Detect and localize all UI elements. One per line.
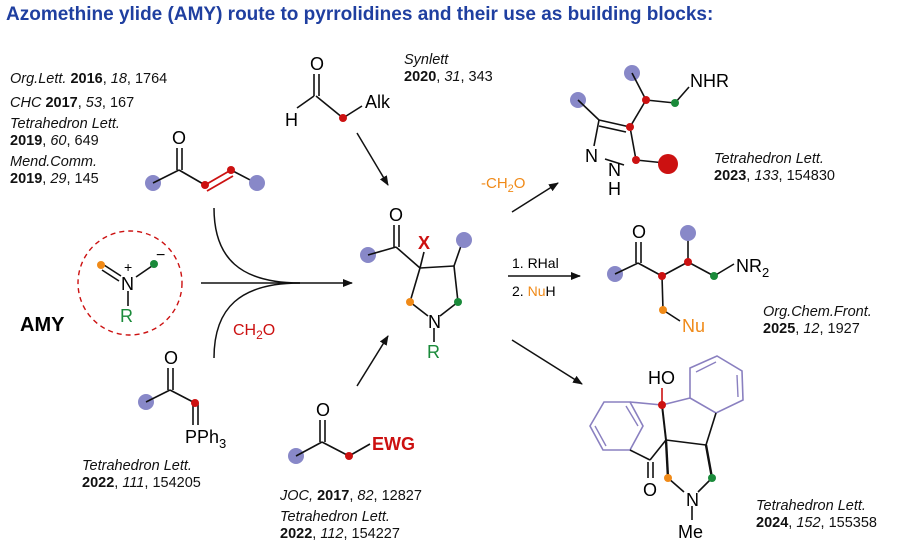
red-atom-dot bbox=[339, 114, 347, 122]
nr2-label: NR2 bbox=[736, 256, 769, 280]
large-red-substituent bbox=[658, 154, 678, 174]
aldehyde-h-label: H bbox=[285, 110, 298, 130]
azomethine-ylide: N + − R bbox=[77, 230, 183, 336]
substituent-blob bbox=[249, 175, 265, 191]
benzo-ring-right bbox=[689, 355, 744, 414]
ylide-minus-label: − bbox=[156, 247, 165, 264]
minus-ch2o-label: -CH2O bbox=[481, 175, 525, 195]
red-atom-dot bbox=[191, 399, 199, 407]
reference-block-topleft: Org.Lett. 2016, 18, 1764 CHC 2017, 53, 1… bbox=[10, 71, 167, 188]
ylide-plus-label: + bbox=[124, 259, 132, 275]
ch2o-reagent-label: CH2O bbox=[233, 322, 275, 342]
orange-atom-dot bbox=[659, 306, 667, 314]
green-atom-dot bbox=[710, 272, 718, 280]
page-title: Azomethine ylide (AMY) route to pyrrolid… bbox=[6, 4, 714, 25]
open-o-label: O bbox=[632, 222, 646, 242]
fused-me-label: Me bbox=[678, 522, 703, 542]
product-r-label: R bbox=[427, 342, 440, 362]
ewg-label: EWG bbox=[372, 434, 415, 454]
fused-polycyclic-product: HO O N Me bbox=[589, 355, 744, 542]
reference-fused: Tetrahedron Lett. 2024, 152, 155358 bbox=[756, 498, 877, 531]
reaction-arrow bbox=[511, 182, 559, 213]
green-atom-dot bbox=[708, 474, 716, 482]
fused-o-label: O bbox=[643, 480, 657, 500]
pyrazole-nh-label: N bbox=[608, 160, 621, 180]
phos-ylide-o-label: O bbox=[164, 348, 178, 368]
product-o-label: O bbox=[389, 205, 403, 225]
reference-entry: Tetrahedron Lett.2019, 60, 649 bbox=[10, 116, 120, 149]
red-atom-dot bbox=[345, 452, 353, 460]
amy-label: AMY bbox=[20, 314, 65, 336]
reaction-arrow bbox=[356, 132, 389, 186]
aldehyde-o-label: O bbox=[310, 54, 324, 74]
reference-pph3: Tetrahedron Lett. 2022, 111, 154205 bbox=[82, 458, 201, 491]
product-n-label: N bbox=[428, 312, 441, 332]
substituent-blob bbox=[456, 232, 472, 248]
ylide-r-label: R bbox=[120, 306, 133, 326]
pyrazole-h-label: H bbox=[608, 179, 621, 199]
pyrrolidine-product: O X N R bbox=[360, 205, 472, 362]
orange-atom-dot bbox=[664, 474, 672, 482]
orange-atom-dot bbox=[406, 298, 414, 306]
aldehyde-reagent: O H Alk bbox=[285, 54, 391, 130]
red-atom-dot bbox=[201, 181, 209, 189]
red-atom-dot bbox=[626, 123, 634, 131]
step1-label: 1. RHal bbox=[512, 255, 559, 271]
reference-entry: CHC 2017, 53, 167 bbox=[10, 95, 135, 111]
product-x-label: X bbox=[418, 233, 430, 253]
red-atom-dot bbox=[658, 272, 666, 280]
reaction-arrow bbox=[356, 335, 389, 387]
aldehyde-alk-label: Alk bbox=[365, 92, 391, 112]
nu-label: Nu bbox=[682, 316, 705, 336]
nhr-label: NHR bbox=[690, 71, 729, 91]
reference-entry: Org.Lett. 2016, 18, 1764 bbox=[10, 71, 168, 87]
red-atom-dot bbox=[227, 166, 235, 174]
pph3-label: PPh3 bbox=[185, 427, 226, 451]
enone-o-label: O bbox=[172, 128, 186, 148]
fused-ho-label: HO bbox=[648, 368, 675, 388]
green-atom-dot bbox=[454, 298, 462, 306]
green-atom-dot bbox=[671, 99, 679, 107]
reference-entry: Mend.Comm.2019, 29, 145 bbox=[10, 154, 99, 187]
phosphorus-ylide-reagent: O PPh3 bbox=[138, 348, 226, 451]
orange-atom-dot bbox=[97, 261, 105, 269]
substituent-blob bbox=[680, 225, 696, 241]
red-atom-dot bbox=[684, 258, 692, 266]
red-atom-dot bbox=[642, 96, 650, 104]
reaction-arrow bbox=[511, 339, 583, 385]
pyrazole-n1-label: N bbox=[585, 146, 598, 166]
fused-n-label: N bbox=[686, 490, 699, 510]
ewg-o-label: O bbox=[316, 400, 330, 420]
red-atom-dot bbox=[632, 156, 640, 164]
reference-joc: JOC, 2017, 82, 12827 Tetrahedron Lett. 2… bbox=[280, 488, 422, 542]
benzo-ring-left bbox=[589, 401, 644, 451]
step2-label: 2. NuH bbox=[512, 283, 556, 299]
red-atom-dot bbox=[658, 401, 666, 409]
ylide-n-label: N bbox=[121, 274, 134, 294]
reference-pyrazole: Tetrahedron Lett. 2023, 133, 154830 bbox=[714, 151, 835, 184]
ring-opened-product: O NR2 Nu bbox=[607, 222, 769, 336]
converging-curves bbox=[213, 207, 301, 359]
reference-ocf: Org.Chem.Front. 2025, 12, 1927 bbox=[763, 304, 872, 337]
ewg-reagent: O EWG bbox=[288, 400, 415, 464]
enone-reagent: O bbox=[145, 128, 265, 192]
reference-synlett: Synlett 2020, 31, 343 bbox=[404, 52, 493, 85]
green-atom-dot bbox=[150, 260, 158, 268]
pyrazole-product: N N H NHR bbox=[570, 65, 729, 199]
ylide-dashed-circle bbox=[77, 230, 183, 336]
